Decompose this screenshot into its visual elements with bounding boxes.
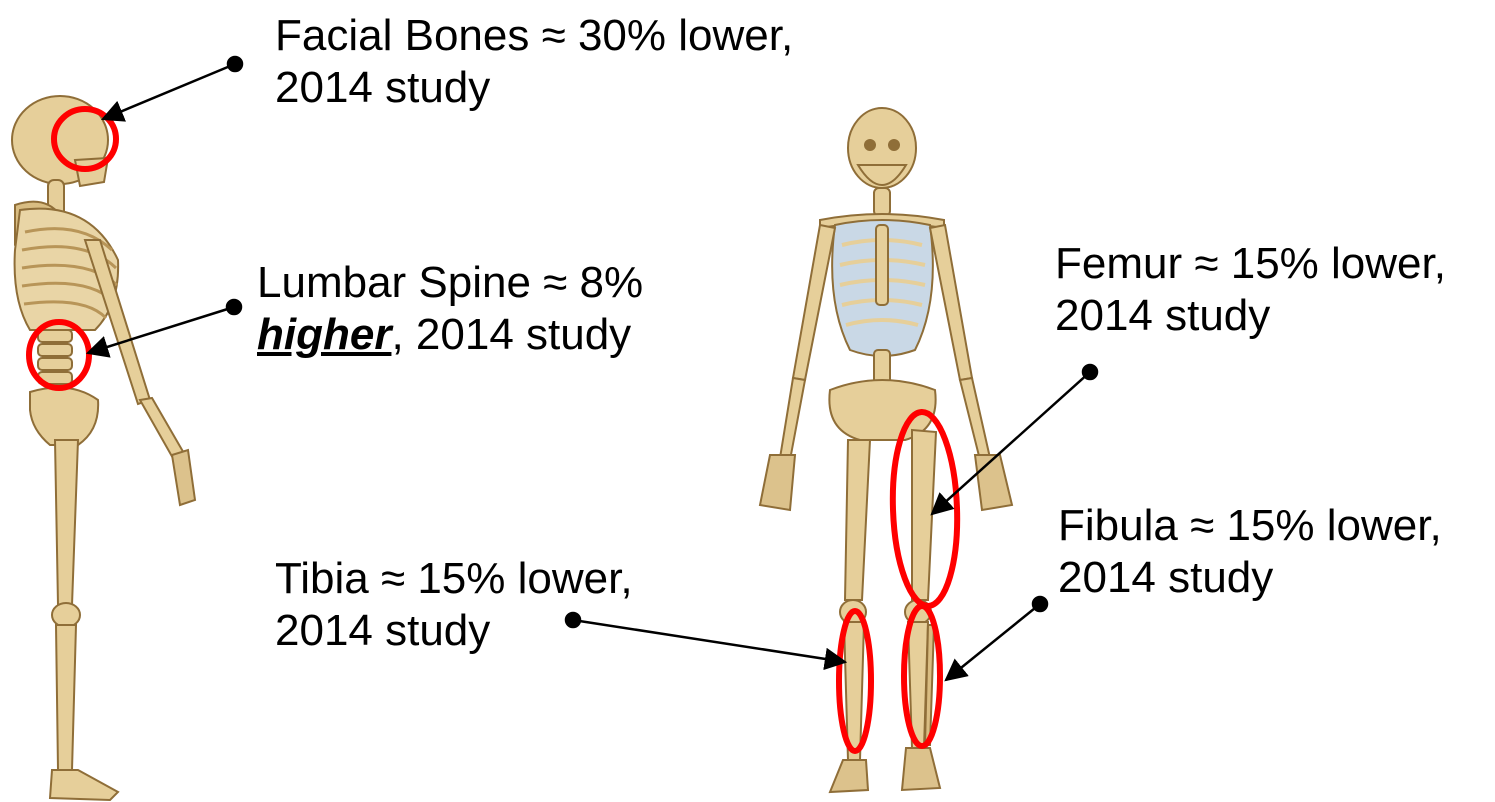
front-hand-right xyxy=(975,455,1012,510)
front-skeleton xyxy=(760,108,1012,792)
side-lumbar-vertebrae xyxy=(38,330,72,384)
facial-bones-leader xyxy=(103,64,235,119)
facial-bones-line1: Facial Bones ≈ 30% lower, xyxy=(275,10,793,62)
side-skeleton xyxy=(12,96,195,800)
side-hand xyxy=(172,450,195,505)
femur-line1: Femur ≈ 15% lower, xyxy=(1055,238,1446,290)
femur-line2: 2014 study xyxy=(1055,290,1446,342)
side-femur xyxy=(55,440,78,605)
facial-bones-label: Facial Bones ≈ 30% lower, 2014 study xyxy=(275,10,793,114)
femur-leader xyxy=(932,372,1090,514)
lumbar-spine-line2: higher, 2014 study xyxy=(257,309,643,361)
tibia-label: Tibia ≈ 15% lower, 2014 study xyxy=(275,553,633,657)
lumbar-spine-label: Lumbar Spine ≈ 8% higher, 2014 study xyxy=(257,257,643,361)
side-foot xyxy=(50,770,118,800)
fibula-label: Fibula ≈ 15% lower, 2014 study xyxy=(1058,500,1442,604)
tibia-line1: Tibia ≈ 15% lower, xyxy=(275,553,633,605)
tibia-line2: 2014 study xyxy=(275,605,633,657)
fibula-line1: Fibula ≈ 15% lower, xyxy=(1058,500,1442,552)
front-sternum xyxy=(876,225,888,305)
front-femur-right xyxy=(912,430,936,600)
front-hand-left xyxy=(760,455,795,510)
facial-bones-line2: 2014 study xyxy=(275,62,793,114)
front-femur-left xyxy=(845,440,870,600)
femur-label: Femur ≈ 15% lower, 2014 study xyxy=(1055,238,1446,342)
side-knee xyxy=(52,603,80,627)
fibula-leader xyxy=(946,604,1040,680)
lumbar-spine-line1: Lumbar Spine ≈ 8% xyxy=(257,257,643,309)
side-lower-leg xyxy=(56,625,76,770)
fibula-line2: 2014 study xyxy=(1058,552,1442,604)
side-forearm xyxy=(140,398,185,460)
side-pelvis xyxy=(30,388,98,446)
higher-emphasis: higher xyxy=(257,310,391,359)
lumbar-spine-line2-rest: , 2014 study xyxy=(391,310,631,359)
